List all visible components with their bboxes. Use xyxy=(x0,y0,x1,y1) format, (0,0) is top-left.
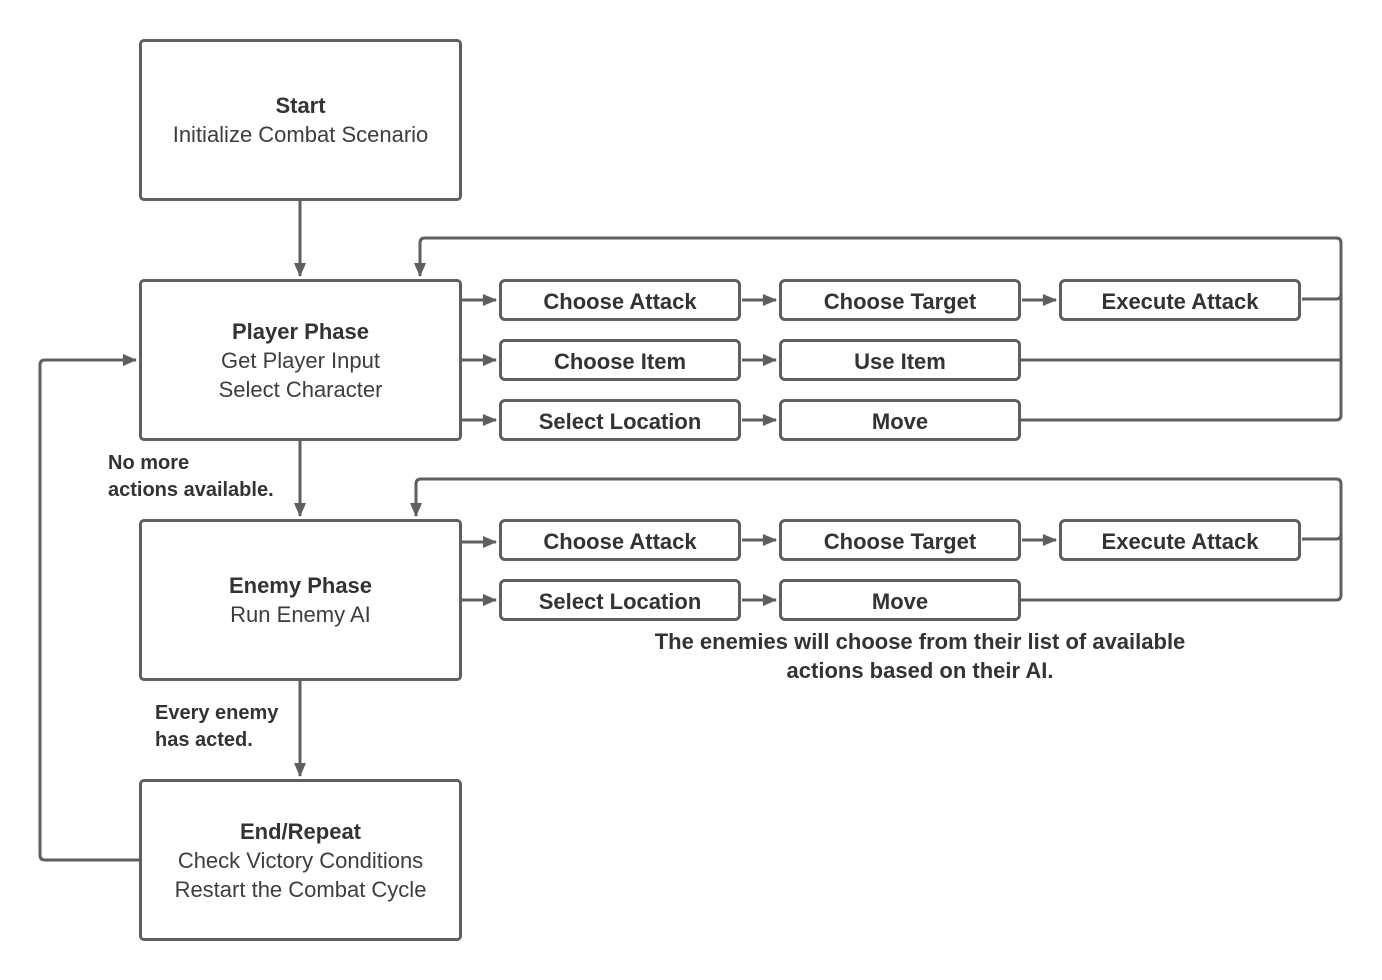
enemy-choose-target-box[interactable]: Choose Target xyxy=(779,519,1021,561)
enemy-ai-note: The enemies will choose from their list … xyxy=(600,627,1240,685)
player-use-item-box[interactable]: Use Item xyxy=(779,339,1021,381)
edge-label-every-enemy-acted: Every enemy has acted. xyxy=(155,700,278,754)
enemy-ai-note-line2: actions based on their AI. xyxy=(786,658,1054,683)
player-choose-item-box[interactable]: Choose Item xyxy=(499,339,741,381)
player-return-vertical xyxy=(1021,294,1343,422)
player-choose-target-box[interactable]: Choose Target xyxy=(779,279,1021,321)
enemy-select-location-box[interactable]: Select Location xyxy=(499,579,741,621)
end-repeat-title: End/Repeat xyxy=(239,818,362,844)
edge-label-no-more-line2: actions available. xyxy=(108,479,274,501)
player-choose-attack-box[interactable]: Choose Attack xyxy=(499,279,741,321)
enemy-choose-attack-box[interactable]: Choose Attack xyxy=(499,519,741,561)
enemy-return-vertical xyxy=(1021,534,1343,602)
enemy-ai-note-line1: The enemies will choose from their list … xyxy=(654,629,1186,654)
end-repeat-node[interactable]: End/Repeat Check Victory Conditions Rest… xyxy=(139,779,462,941)
edge-label-every-enemy-line1: Every enemy xyxy=(155,702,279,724)
player-phase-line-select: Select Character xyxy=(218,376,383,402)
start-node-title: Start xyxy=(275,93,326,118)
enemy-execute-attack-box[interactable]: Execute Attack xyxy=(1059,519,1301,561)
player-phase-node[interactable]: Player Phase Get Player Input Select Cha… xyxy=(139,279,462,441)
player-phase-line-input: Get Player Input xyxy=(221,347,380,373)
edge-label-no-more-actions: No more actions available. xyxy=(108,450,274,504)
edge-label-no-more-line1: No more xyxy=(108,452,190,474)
end-repeat-line-victory: Check Victory Conditions xyxy=(177,847,424,873)
edge-label-every-enemy-line2: has acted. xyxy=(155,729,253,751)
enemy-phase-line-ai: Run Enemy AI xyxy=(230,602,371,627)
player-phase-title: Player Phase xyxy=(232,318,369,344)
enemy-phase-node[interactable]: Enemy Phase Run Enemy AI xyxy=(139,519,462,681)
start-node-line: Initialize Combat Scenario xyxy=(172,122,429,147)
player-select-location-box[interactable]: Select Location xyxy=(499,399,741,441)
start-node[interactable]: Start Initialize Combat Scenario xyxy=(139,39,462,201)
player-execute-attack-box[interactable]: Execute Attack xyxy=(1059,279,1301,321)
end-repeat-line-restart: Restart the Combat Cycle xyxy=(174,876,427,902)
arrow-end-loop-to-player xyxy=(38,354,140,862)
player-move-box[interactable]: Move xyxy=(779,399,1021,441)
enemy-move-box[interactable]: Move xyxy=(779,579,1021,621)
enemy-phase-title: Enemy Phase xyxy=(228,573,373,598)
